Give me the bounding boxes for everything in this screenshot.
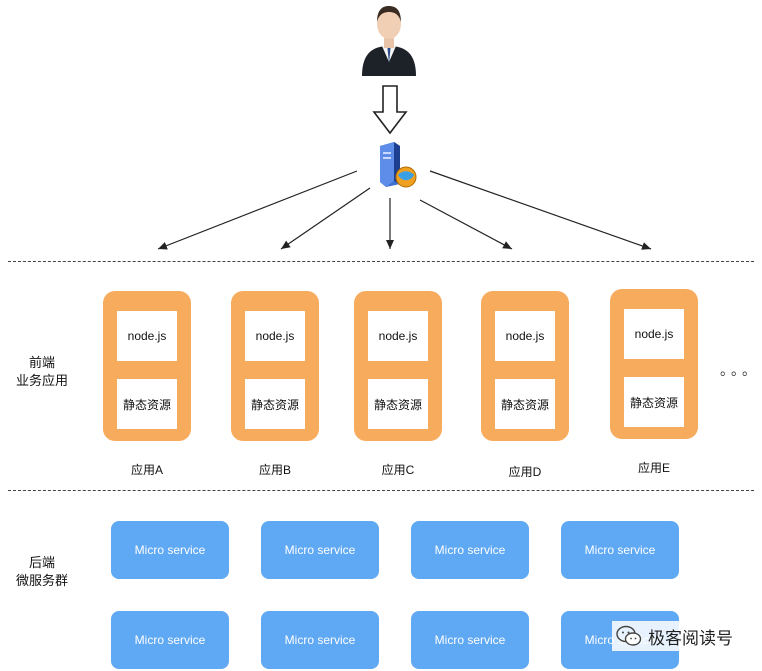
app-label-d: 应用D [508, 465, 542, 479]
arrow-to-app-a [157, 170, 358, 250]
frontend-label-line1: 前端 [28, 355, 55, 370]
watermark-text: 极客阅读号 [648, 628, 733, 648]
frontend-label-line2: 业务应用 [15, 373, 68, 388]
arrow-to-app-e [429, 170, 652, 250]
divider-top [8, 261, 754, 262]
backend-label-line2: 微服务群 [15, 573, 68, 588]
backend-label-line1: 后端 [28, 555, 55, 570]
microservice-box: Micro service [111, 611, 229, 669]
distribution-arrows [157, 170, 652, 250]
arrow-to-app-d [419, 199, 513, 250]
app-card-e: node.js 静态资源 [610, 289, 698, 439]
nodejs-box: node.js [495, 311, 555, 361]
app-card-d: node.js 静态资源 [481, 291, 569, 441]
app-card-a: node.js 静态资源 [103, 291, 191, 441]
nodejs-box: node.js [624, 309, 684, 359]
static-resource-box: 静态资源 [624, 377, 684, 427]
static-resource-box: 静态资源 [495, 379, 555, 429]
frontend-section-label: 前端 业务应用 [6, 354, 78, 390]
microservice-box: Micro service [411, 521, 529, 579]
nodejs-box: node.js [368, 311, 428, 361]
nodejs-box: node.js [117, 311, 177, 361]
app-card-b: node.js 静态资源 [231, 291, 319, 441]
backend-section-label: 后端 微服务群 [6, 554, 78, 590]
user-icon [362, 6, 416, 76]
nodejs-box: node.js [245, 311, 305, 361]
app-label-a: 应用A [130, 463, 163, 477]
divider-middle [8, 490, 754, 491]
app-card-c: node.js 静态资源 [354, 291, 442, 441]
app-label-e: 应用E [637, 461, 670, 475]
more-apps-ellipsis: 。。。 [720, 362, 760, 378]
wechat-icon [616, 625, 642, 646]
static-resource-box: 静态资源 [245, 379, 305, 429]
watermark: 极客阅读号 [612, 621, 737, 651]
app-label-c: 应用C [381, 463, 415, 477]
microservice-box: Micro service [111, 521, 229, 579]
server-icon [380, 142, 417, 188]
microservice-box: Micro service [261, 611, 379, 669]
static-resource-box: 静态资源 [117, 379, 177, 429]
static-resource-box: 静态资源 [368, 379, 428, 429]
microservice-box: Micro service [411, 611, 529, 669]
app-label-b: 应用B [258, 463, 291, 477]
arrow-to-app-b [280, 187, 371, 250]
microservice-box: Micro service [261, 521, 379, 579]
down-arrow-icon [372, 85, 408, 135]
microservice-box: Micro service [561, 521, 679, 579]
